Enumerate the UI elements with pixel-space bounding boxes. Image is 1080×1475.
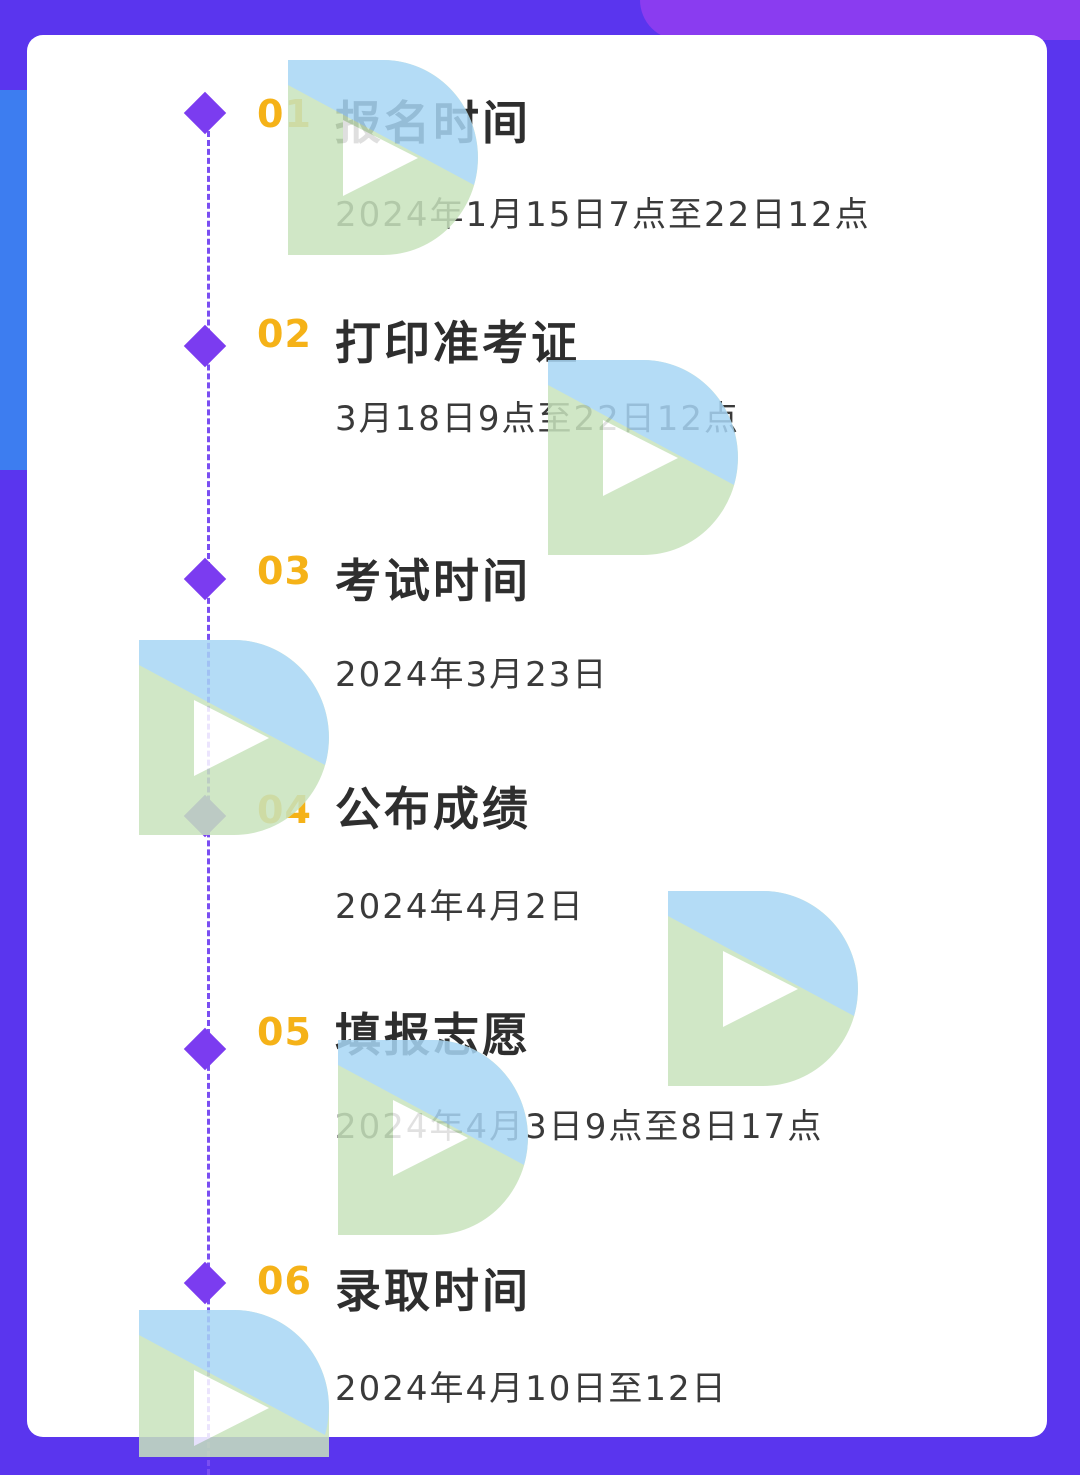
play-logo-watermark [288, 60, 478, 255]
play-logo-watermark [548, 360, 738, 555]
diamond-icon [183, 557, 227, 601]
step-detail: 2024年4月2日 [335, 887, 585, 927]
step-title: 录取时间 [335, 1264, 531, 1318]
diamond-icon [183, 324, 227, 368]
play-logo-watermark [338, 1040, 528, 1235]
step-number: 02 [257, 312, 312, 356]
diamond-icon [183, 1027, 227, 1071]
play-logo-watermark [139, 1310, 329, 1457]
step-number: 03 [257, 549, 312, 593]
step-detail: 2024年4月10日至12日 [335, 1369, 728, 1409]
step-title: 打印准考证 [335, 316, 580, 370]
background-decoration-top [640, 0, 1080, 40]
step-title: 公布成绩 [335, 782, 531, 836]
play-logo-watermark [139, 640, 329, 835]
diamond-icon [183, 1261, 227, 1305]
step-title: 考试时间 [335, 554, 531, 608]
diamond-icon [183, 91, 227, 135]
step-detail: 2024年3月23日 [335, 655, 609, 695]
play-logo-watermark [668, 891, 858, 1086]
step-number: 06 [257, 1259, 312, 1303]
step-number: 05 [257, 1010, 312, 1054]
